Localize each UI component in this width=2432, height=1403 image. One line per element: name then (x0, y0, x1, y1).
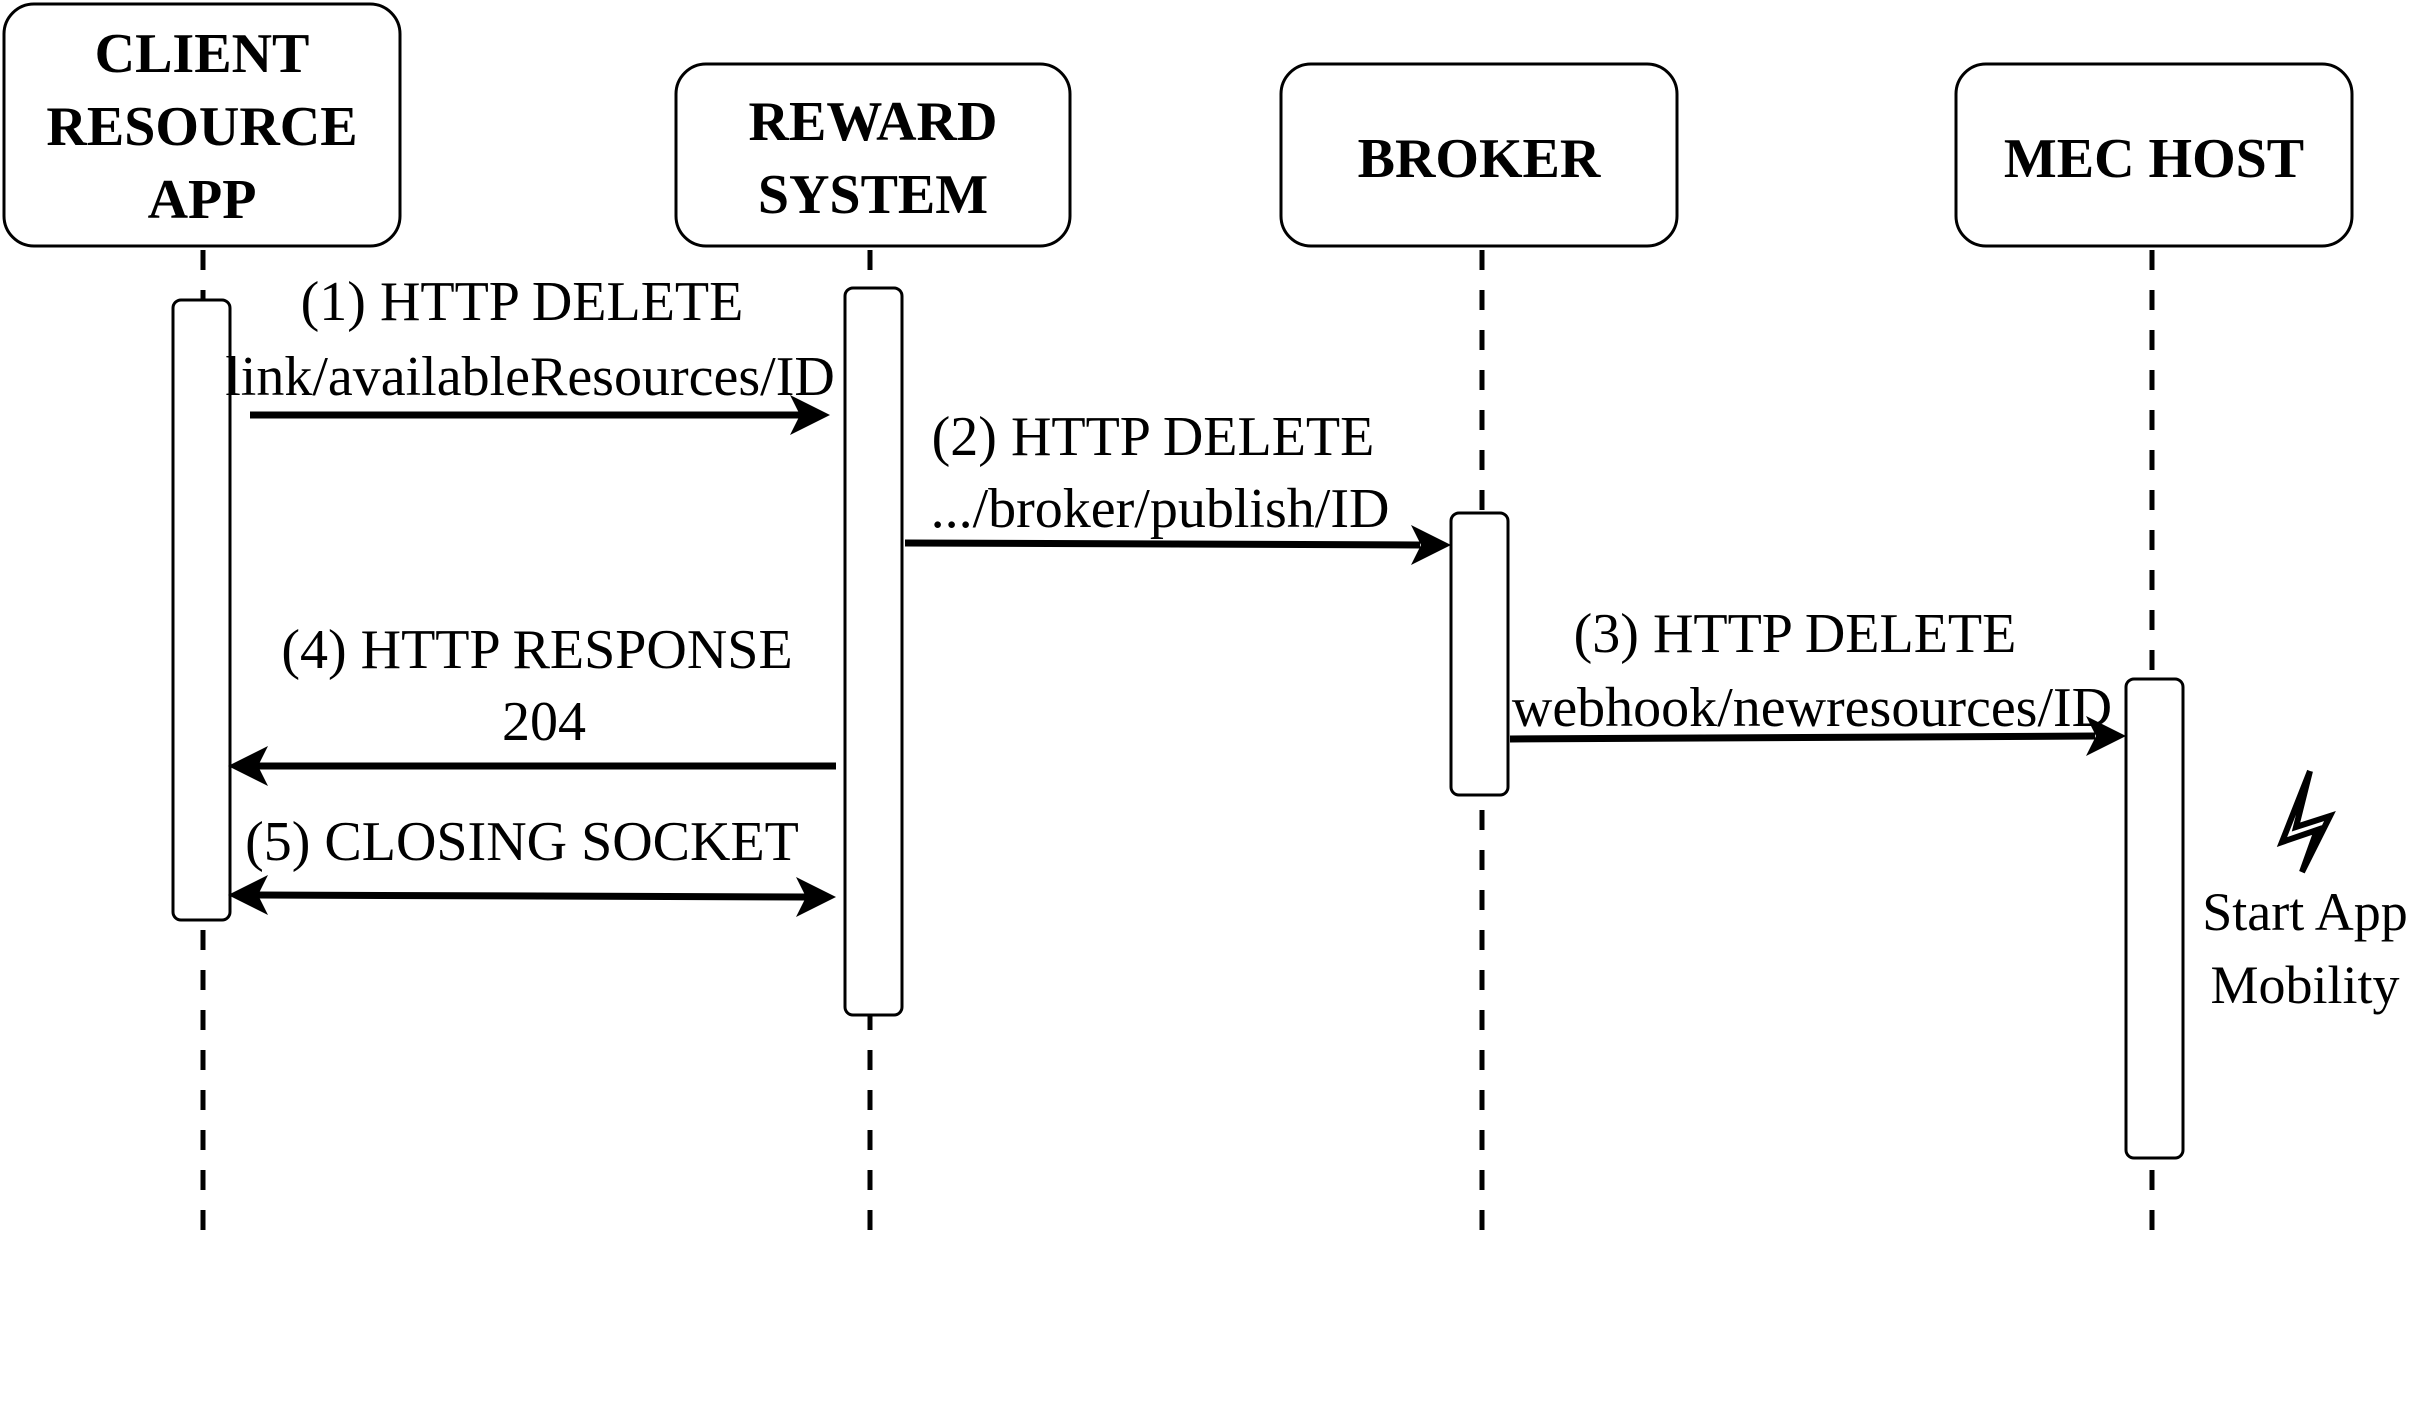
activation-bar-reward-system (843, 286, 904, 1017)
activation-bar-mec-host (2124, 677, 2185, 1160)
participant-client-resource-app: CLIENT RESOURCE APP (2, 2, 402, 248)
participant-label: REWARD (749, 91, 998, 153)
message-label: (4) HTTP RESPONSE (281, 619, 792, 681)
participant-label: APP (148, 169, 257, 231)
message-3: (3) HTTP DELETE webhook/newresources/ID (1509, 603, 2126, 756)
message-label: .../broker/publish/ID (931, 478, 1390, 540)
message-label: (5) CLOSING SOCKET (245, 811, 799, 873)
note-label: Start App (2202, 882, 2408, 942)
message-label: 204 (502, 691, 586, 753)
message-4: (4) HTTP RESPONSE 204 (228, 619, 836, 786)
lightning-bolt-icon (2276, 769, 2336, 874)
message-2: (2) HTTP DELETE .../broker/publish/ID (904, 406, 1451, 565)
message-label: (3) HTTP DELETE (1574, 603, 2017, 665)
activation-bar-broker (1449, 511, 1510, 797)
message-label: (1) HTTP DELETE (301, 271, 744, 333)
participant-label: CLIENT (95, 23, 310, 85)
arrowhead-right-icon (796, 877, 836, 917)
arrowhead-left-icon (228, 875, 268, 915)
message-label: link/availableResources/ID (225, 346, 835, 408)
note-label: Mobility (2210, 955, 2399, 1015)
arrowhead-left-icon (228, 746, 268, 786)
participant-label: MEC HOST (2004, 128, 2304, 190)
participant-reward-system: REWARD SYSTEM (674, 62, 1072, 248)
app-mobility-note: Start App Mobility (2202, 769, 2408, 1015)
arrowhead-right-icon (1411, 525, 1451, 565)
message-label: webhook/newresources/ID (1512, 677, 2112, 739)
participant-label: RESOURCE (46, 96, 357, 158)
participant-broker: BROKER (1279, 62, 1679, 248)
participant-label: BROKER (1358, 128, 1601, 190)
participant-label: SYSTEM (758, 164, 988, 226)
message-5: (5) CLOSING SOCKET (228, 811, 836, 917)
activation-bar-client-resource-app (171, 298, 232, 922)
participant-mec-host: MEC HOST (1954, 62, 2354, 248)
arrowhead-right-icon (2086, 716, 2126, 756)
arrowhead-right-icon (790, 395, 830, 435)
message-1: (1) HTTP DELETE link/availableResources/… (225, 271, 835, 435)
message-label: (2) HTTP DELETE (932, 406, 1375, 468)
